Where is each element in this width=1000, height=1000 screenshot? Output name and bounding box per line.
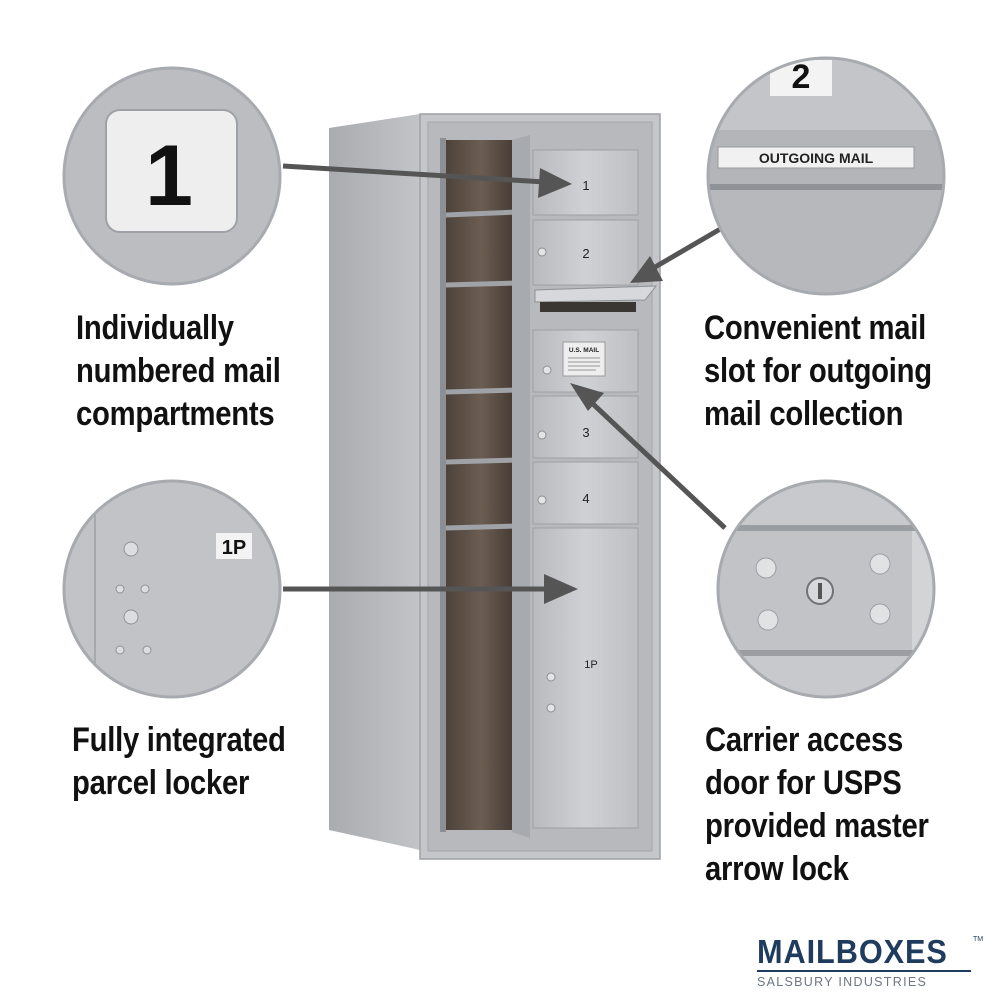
brand-divider bbox=[757, 970, 971, 972]
unit-label-2: 2 bbox=[582, 246, 589, 261]
mailbox-unit: U.S. MAIL 1 2 3 4 1P bbox=[329, 113, 661, 860]
callout-carrier-door: Carrier access door for USPS provided ma… bbox=[705, 721, 929, 888]
compartment-doors bbox=[532, 149, 658, 829]
callout-arrows bbox=[282, 163, 727, 592]
brand-subtitle: SALSBURY INDUSTRIES bbox=[757, 975, 928, 989]
zoom-label-2: 2 bbox=[792, 58, 811, 96]
callout-numbered-compartments: Individually numbered mail compartments bbox=[76, 309, 281, 433]
brand-trademark: TM bbox=[973, 936, 984, 943]
zoom-label-1: 1 bbox=[145, 128, 193, 224]
arrowheads bbox=[538, 168, 663, 604]
zoom-circle-carrier-lock bbox=[716, 479, 936, 699]
brand-logo: MAILBOXES TM SALSBURY INDUSTRIES bbox=[757, 933, 983, 989]
cabinet-side-panel bbox=[329, 114, 420, 850]
zoom-circle-parcel: 1P bbox=[62, 479, 282, 699]
unit-label-parcel: 1P bbox=[584, 659, 597, 671]
open-interior bbox=[442, 140, 520, 830]
callout-outgoing-slot: Convenient mail slot for outgoing mail c… bbox=[704, 309, 932, 433]
zoom-label-parcel: 1P bbox=[222, 537, 246, 559]
zoom-label-outgoing-mail: OUTGOING MAIL bbox=[759, 150, 874, 166]
unit-label-4: 4 bbox=[582, 491, 589, 506]
brand-name: MAILBOXES bbox=[757, 933, 948, 970]
zoom-circle-outgoing: 2 OUTGOING MAIL bbox=[706, 56, 946, 296]
us-mail-label: U.S. MAIL bbox=[569, 347, 599, 354]
door-locks bbox=[537, 247, 556, 713]
interior-shelves bbox=[445, 209, 519, 531]
unit-label-1: 1 bbox=[582, 178, 589, 193]
unit-label-3: 3 bbox=[582, 425, 589, 440]
zoom-circle-number: 1 bbox=[62, 66, 282, 286]
open-door-edge bbox=[512, 135, 530, 838]
callout-parcel-locker: Fully integrated parcel locker bbox=[72, 721, 286, 802]
